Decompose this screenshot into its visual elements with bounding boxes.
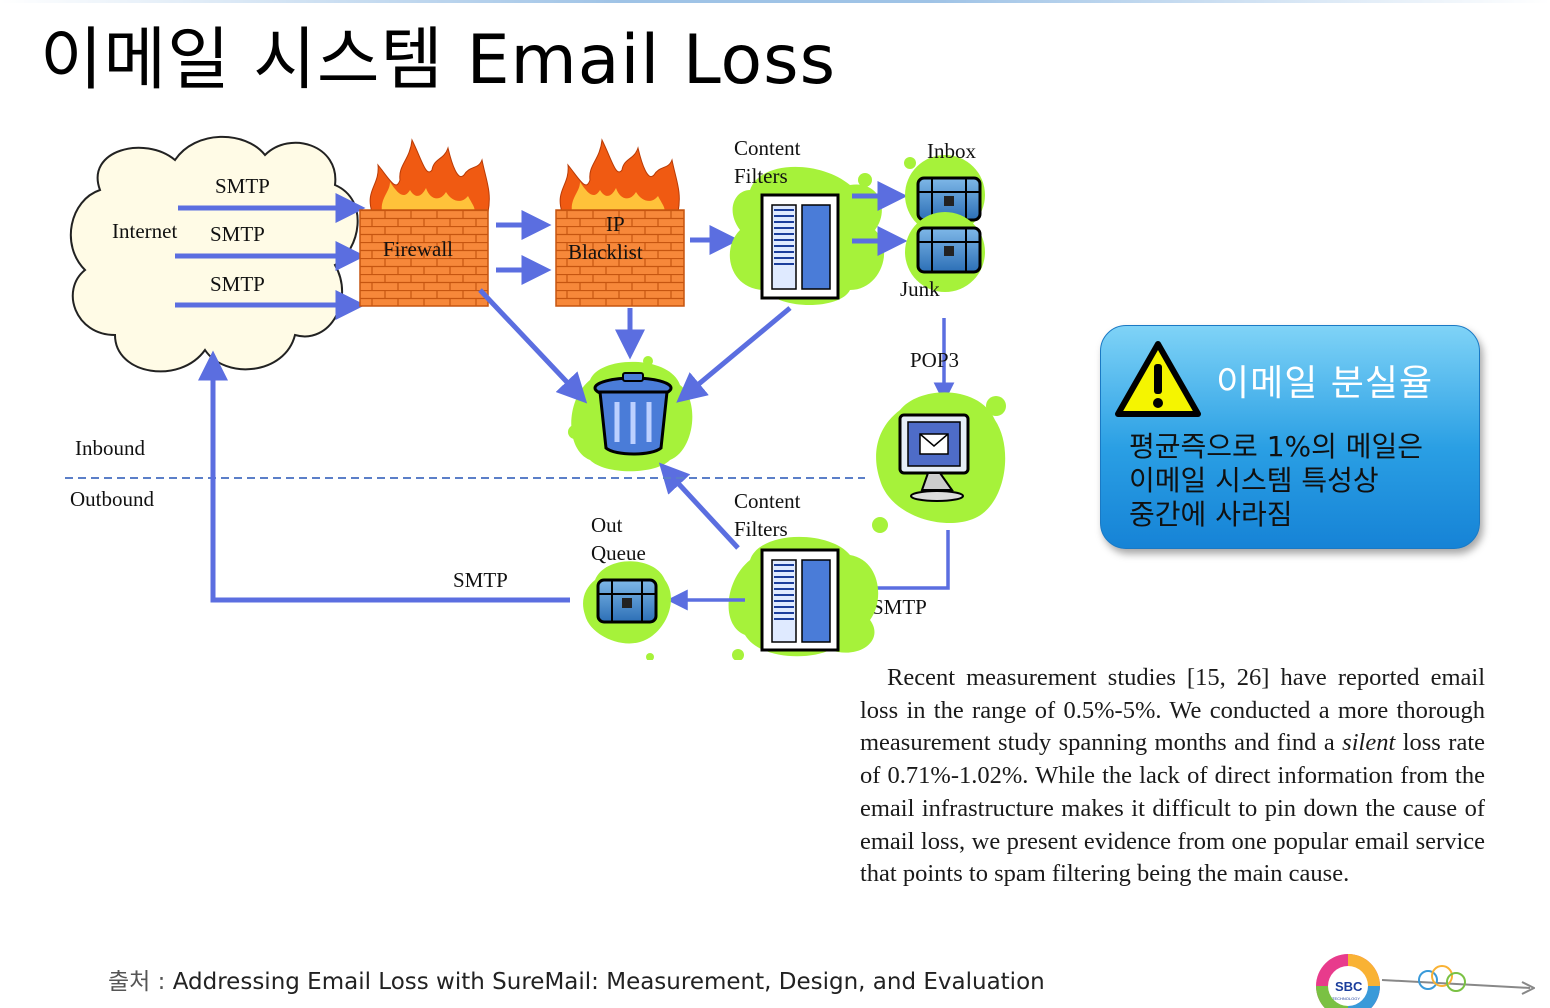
source-label: 출처 : bbox=[108, 969, 166, 995]
content-filters-inbound: Content Filters bbox=[729, 136, 885, 305]
arrow-to-outbound-filters bbox=[852, 530, 950, 599]
arrow-outbound-filters-to-trash bbox=[658, 462, 740, 550]
callout-body: 평균즉으로 1%의 메일은 이메일 시스템 특성상 중간에 사라짐 bbox=[1129, 430, 1469, 532]
callout-line: 이메일 시스템 특성상 bbox=[1129, 464, 1379, 497]
slide-title: 이메일 시스템 Email Loss bbox=[40, 21, 837, 100]
blacklist-label: Blacklist bbox=[568, 240, 643, 264]
logo-subtext: TECHNOLOGY bbox=[1332, 996, 1360, 1001]
smtp-label-return: SMTP bbox=[453, 568, 508, 592]
filters-label-outbound: Filters bbox=[734, 517, 788, 541]
callout-line: 중간에 사라짐 bbox=[1129, 498, 1293, 531]
pop3-label: POP3 bbox=[910, 348, 959, 372]
inbox-label: Inbox bbox=[927, 139, 976, 163]
smtp-label-2: SMTP bbox=[210, 222, 265, 246]
out-label: Out bbox=[591, 513, 623, 537]
outbound-label: Outbound bbox=[70, 487, 155, 511]
paper-excerpt: Recent measurement studies [15, 26] have… bbox=[860, 662, 1485, 934]
arrow-smtp-outbound-to-internet bbox=[198, 350, 570, 603]
content-label-outbound: Content bbox=[734, 489, 801, 513]
source-text: Addressing Email Loss with SureMail: Mea… bbox=[172, 969, 1045, 995]
warning-icon bbox=[1115, 341, 1201, 417]
junk-chest: Junk bbox=[900, 212, 985, 301]
inbound-label: Inbound bbox=[75, 436, 145, 460]
queue-label: Queue bbox=[591, 541, 646, 565]
sbc-logo: SBC TECHNOLOGY bbox=[1316, 954, 1535, 1008]
excerpt-paragraph: Recent measurement studies [15, 26] have… bbox=[860, 662, 1485, 891]
trash-can-icon bbox=[568, 356, 693, 472]
junk-label: Junk bbox=[900, 277, 940, 301]
smtp-label-1: SMTP bbox=[215, 174, 270, 198]
content-filters-outbound: Content Filters bbox=[728, 489, 879, 660]
arrow-filters-to-trash bbox=[676, 306, 792, 403]
firewall-label: Firewall bbox=[383, 237, 453, 261]
source-citation: 출처 : Addressing Email Loss with SureMail… bbox=[108, 962, 1045, 996]
excerpt-text-1: Recent measurement studies [15, 26] have… bbox=[860, 664, 1485, 757]
filters-label: Filters bbox=[734, 164, 788, 188]
out-queue-chest: Out Queue bbox=[583, 513, 671, 660]
ip-label: IP bbox=[606, 212, 625, 236]
excerpt-text-2: loss rate of 0.71%-1.02%. While the lack… bbox=[860, 729, 1485, 888]
firewall-wall: Firewall bbox=[359, 138, 490, 307]
email-flow-diagram: Internet SMTP SMTP SMTP Firewall IP Blac… bbox=[65, 135, 1006, 660]
monitor-icon bbox=[872, 392, 1006, 533]
internet-label: Internet bbox=[112, 219, 177, 243]
top-rule bbox=[0, 0, 1550, 3]
inbox-chest: Inbox bbox=[904, 139, 985, 235]
callout-line: 평균즉으로 1%의 메일은 bbox=[1129, 430, 1424, 463]
smtp-label-3: SMTP bbox=[210, 272, 265, 296]
logo-text: SBC bbox=[1335, 979, 1363, 994]
callout-title: 이메일 분실율 bbox=[1216, 363, 1434, 404]
email-loss-callout: 이메일 분실율 평균즉으로 1%의 메일은 이메일 시스템 특성상 중간에 사라… bbox=[1100, 325, 1480, 549]
smtp-label-outbound: SMTP bbox=[872, 595, 927, 619]
content-label: Content bbox=[734, 136, 801, 160]
arrow-firewall-to-trash bbox=[478, 288, 588, 404]
ip-blacklist-wall: IP Blacklist bbox=[555, 138, 685, 307]
smtp-inbound-arrows: SMTP SMTP SMTP bbox=[175, 174, 366, 320]
excerpt-italic: silent bbox=[1342, 729, 1396, 757]
